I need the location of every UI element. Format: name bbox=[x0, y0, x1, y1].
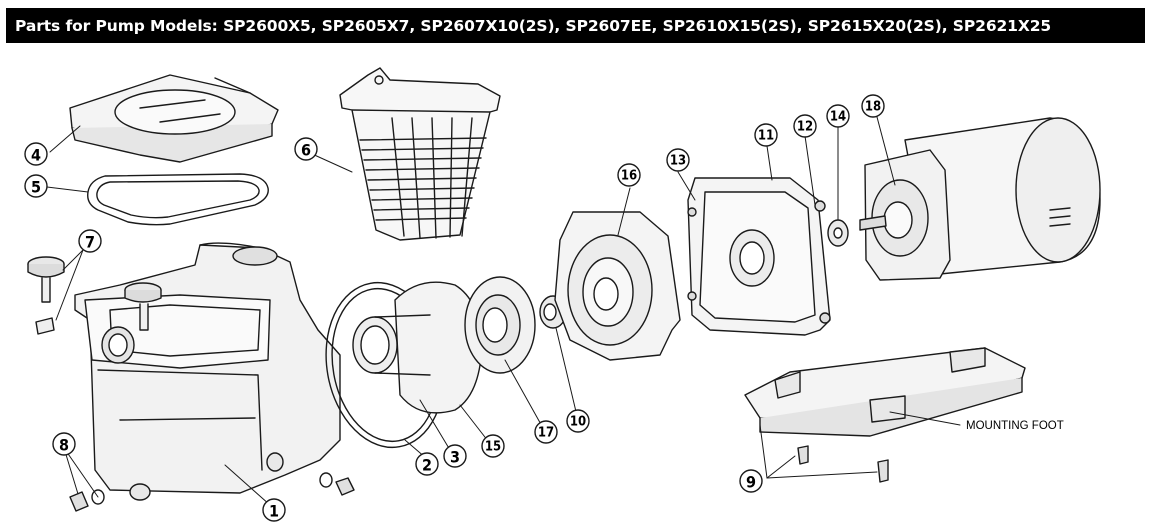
callout-12: 12 bbox=[797, 120, 813, 135]
part-washer bbox=[827, 219, 849, 247]
part-strainer-basket bbox=[339, 67, 501, 241]
callout-5: 5 bbox=[31, 178, 41, 197]
callout-18: 18 bbox=[865, 100, 881, 115]
callout-3: 3 bbox=[450, 448, 460, 467]
callout-1: 1 bbox=[269, 502, 279, 521]
callout-17: 17 bbox=[538, 426, 554, 441]
callout-7: 7 bbox=[85, 233, 95, 252]
part-drain-plugs bbox=[69, 472, 355, 512]
callout-4: 4 bbox=[31, 146, 41, 165]
mounting-foot-label: MOUNTING FOOT bbox=[966, 420, 1064, 432]
callout-14: 14 bbox=[830, 110, 846, 125]
title-bar: Parts for Pump Models: SP2600X5, SP2605X… bbox=[6, 8, 1145, 43]
part-pump-housing bbox=[74, 242, 341, 501]
page-title: Parts for Pump Models: SP2600X5, SP2605X… bbox=[15, 16, 1052, 35]
part-mounting-foot bbox=[744, 347, 1026, 483]
callout-15: 15 bbox=[485, 440, 501, 455]
part-strainer-cover bbox=[69, 74, 279, 163]
part-cover-gasket bbox=[87, 173, 269, 226]
part-diffuser bbox=[352, 281, 483, 414]
callout-10: 10 bbox=[570, 415, 586, 430]
part-seal-plate bbox=[554, 211, 681, 361]
leader-lines bbox=[46, 116, 961, 506]
callout-circles bbox=[24, 94, 885, 522]
part-drain-plug bbox=[27, 256, 65, 335]
callout-8: 8 bbox=[59, 436, 69, 455]
callout-16: 16 bbox=[621, 169, 637, 184]
callout-13: 13 bbox=[670, 154, 686, 169]
part-motor-bracket bbox=[687, 177, 831, 336]
callout-2: 2 bbox=[422, 456, 432, 475]
part-impeller bbox=[464, 276, 536, 374]
callout-11: 11 bbox=[758, 129, 774, 144]
callout-9: 9 bbox=[746, 473, 756, 492]
callout-6: 6 bbox=[301, 141, 311, 160]
part-motor bbox=[859, 117, 1101, 281]
